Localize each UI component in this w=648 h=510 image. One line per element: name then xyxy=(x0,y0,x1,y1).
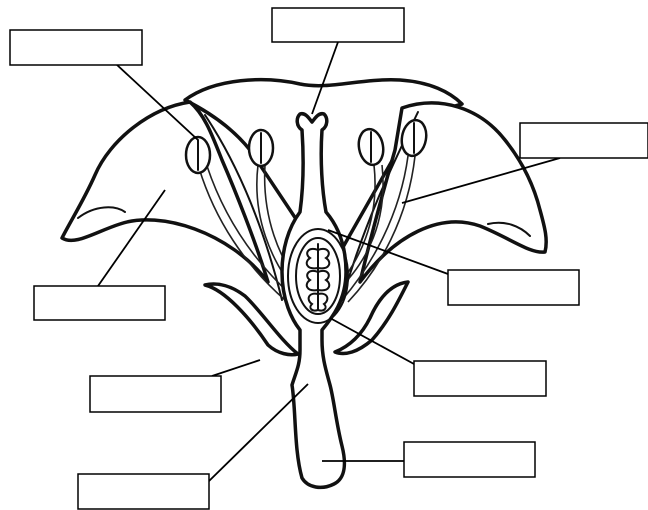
label-box-receptacle[interactable] xyxy=(404,442,535,477)
leader-sepal xyxy=(212,360,260,376)
label-box-sepal[interactable] xyxy=(90,376,221,412)
label-box-ovary[interactable] xyxy=(448,270,579,305)
leader-style xyxy=(208,384,308,482)
label-box-style[interactable] xyxy=(78,474,209,509)
label-box-anther[interactable] xyxy=(10,30,142,65)
label-box-ovule[interactable] xyxy=(414,361,546,396)
label-box-petal[interactable] xyxy=(34,286,165,320)
label-box-filament[interactable] xyxy=(520,123,648,158)
anther-1 xyxy=(186,137,210,173)
label-box-stigma[interactable] xyxy=(272,8,404,42)
anther-2 xyxy=(249,130,273,166)
